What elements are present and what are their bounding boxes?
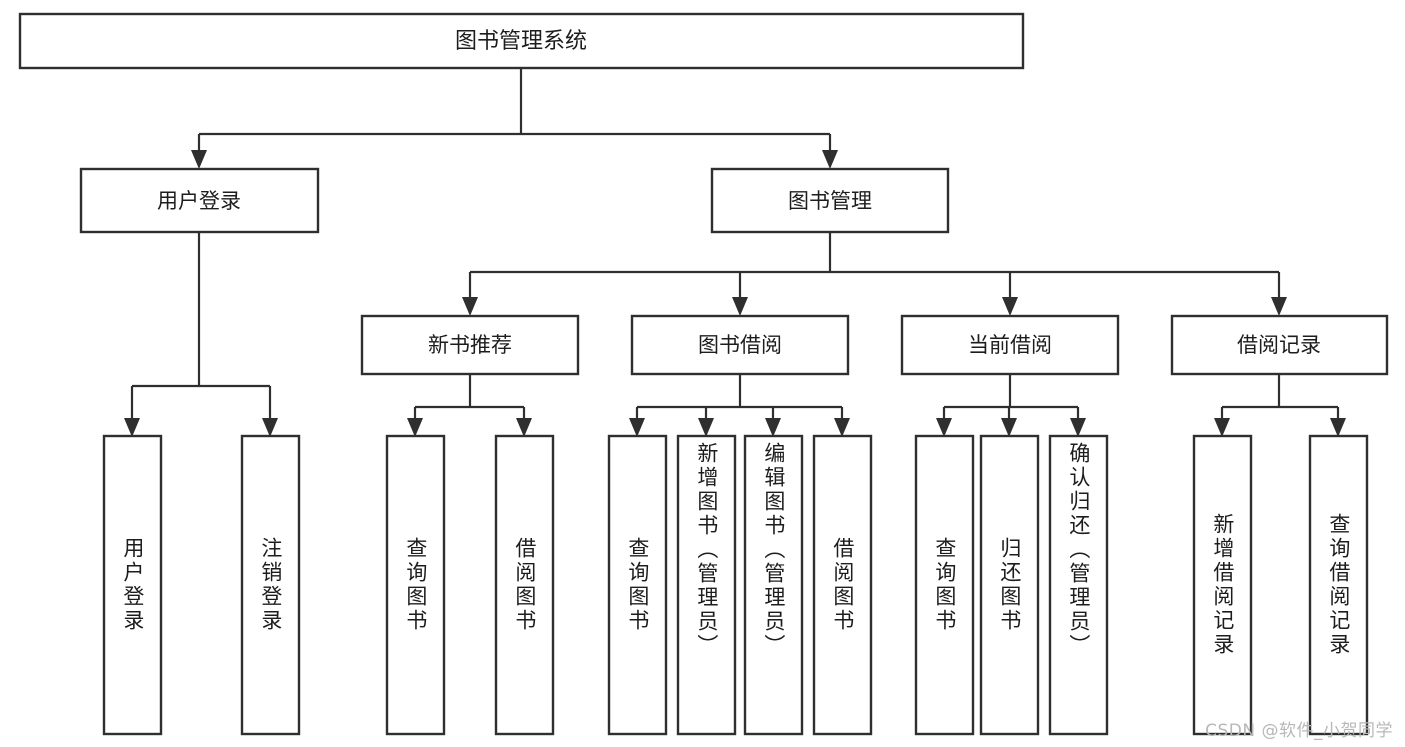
leaf-box-borrow-books-1[interactable] <box>494 434 555 736</box>
leaf-label-add-record[interactable]: 新增借阅记录 <box>1194 436 1251 734</box>
arrowhead-icon <box>462 297 478 316</box>
arrowhead-icon <box>1070 418 1086 437</box>
leaf-label-add-book[interactable]: 新增图书（管理员） <box>678 436 735 734</box>
arrowhead-icon <box>1002 297 1018 316</box>
root-node-label: 图书管理系统 <box>455 29 587 54</box>
csdn-watermark: CSDN @软件_小贺同学 <box>1205 721 1393 741</box>
leaf-text: 新增图书（管理员） <box>694 442 719 658</box>
arrowhead-icon <box>765 418 781 437</box>
leaf-text: 用户登录 <box>120 537 145 633</box>
node-book-management[interactable]: 图书管理 <box>710 167 950 234</box>
node-current-borrow[interactable]: 当前借阅 <box>900 314 1120 376</box>
leaf-label-query-books-3[interactable]: 查询图书 <box>916 436 973 734</box>
leaf-box-add-record[interactable] <box>1192 434 1253 736</box>
leaf-box-query-books-1[interactable] <box>385 434 446 736</box>
level3-node-box[interactable] <box>900 314 1120 376</box>
node-user-login[interactable]: 用户登录 <box>79 167 320 234</box>
leaf-label-user-login[interactable]: 用户登录 <box>104 436 161 734</box>
leaf-label-confirm-return[interactable]: 确认归还（管理员） <box>1050 436 1107 734</box>
connector-bookmgmt-to-level3 <box>462 232 1287 316</box>
arrowhead-icon <box>629 418 645 437</box>
arrowhead-icon <box>191 150 207 169</box>
leaf-text: 查询图书 <box>403 537 428 633</box>
arrowhead-icon <box>834 418 850 437</box>
leaf-text: 归还图书 <box>997 537 1022 633</box>
leaf-label-return-book[interactable]: 归还图书 <box>981 436 1038 734</box>
leaf-text: 查询图书 <box>625 537 650 633</box>
node-borrow-record[interactable]: 借阅记录 <box>1170 314 1389 376</box>
leaf-box-query-books-3[interactable] <box>914 434 975 736</box>
arrowhead-icon <box>516 418 532 437</box>
level3-node-label: 图书借阅 <box>698 333 782 357</box>
level2-node-label: 图书管理 <box>788 189 872 213</box>
leaf-text: 确认归还（管理员） <box>1066 442 1091 658</box>
node-root[interactable]: 图书管理系统 <box>18 12 1025 70</box>
level3-node-label: 新书推荐 <box>428 333 512 357</box>
arrowhead-icon <box>124 418 140 437</box>
leaf-text: 新增借阅记录 <box>1210 513 1235 657</box>
leaf-text: 查询图书 <box>932 537 957 633</box>
leaf-text: 注销登录 <box>258 537 283 633</box>
leaf-label-query-record[interactable]: 查询借阅记录 <box>1310 436 1367 734</box>
level3-node-box[interactable] <box>360 314 580 376</box>
level3-node-label: 当前借阅 <box>968 333 1052 357</box>
connector-borrowrecord-to-leaves <box>1214 374 1346 437</box>
node-book-borrow[interactable]: 图书借阅 <box>630 314 850 376</box>
arrowhead-icon <box>407 418 423 437</box>
arrowhead-icon <box>732 297 748 316</box>
leaf-box-borrow-books-2[interactable] <box>812 434 873 736</box>
connector-newbook-to-leaves <box>407 374 532 437</box>
leaf-box-confirm-return[interactable] <box>1048 434 1109 736</box>
leaf-text: 查询借阅记录 <box>1326 513 1351 657</box>
level3-node-label: 借阅记录 <box>1237 333 1321 357</box>
arrowhead-icon <box>936 418 952 437</box>
leaf-box-query-record[interactable] <box>1308 434 1369 736</box>
leaf-box-query-books-2[interactable] <box>607 434 668 736</box>
level2-node-label: 用户登录 <box>157 189 241 213</box>
leaf-label-borrow-books-1[interactable]: 借阅图书 <box>496 436 553 734</box>
arrowhead-icon <box>698 418 714 437</box>
leaf-box-edit-book[interactable] <box>743 434 804 736</box>
arrowhead-icon <box>262 418 278 437</box>
level3-node-box[interactable] <box>630 314 850 376</box>
leaf-label-borrow-books-2[interactable]: 借阅图书 <box>814 436 871 734</box>
leaf-label-query-books-1[interactable]: 查询图书 <box>387 436 444 734</box>
leaf-label-edit-book[interactable]: 编辑图书（管理员） <box>745 436 802 734</box>
leaf-box-add-book[interactable] <box>676 434 737 736</box>
connector-root-to-level2 <box>191 68 838 169</box>
arrowhead-icon <box>1271 297 1287 316</box>
leaf-box-return-book[interactable] <box>979 434 1040 736</box>
connector-currentborrow-to-leaves <box>936 374 1086 437</box>
arrowhead-icon <box>822 150 838 169</box>
leaf-node-boxes <box>102 434 1369 736</box>
leaf-box-user-login[interactable] <box>102 434 163 736</box>
leaf-text: 借阅图书 <box>830 537 855 633</box>
connector-bookborrow-to-leaves <box>629 374 850 437</box>
root-node-box[interactable] <box>18 12 1025 70</box>
arrowhead-icon <box>1001 418 1017 437</box>
leaf-box-logout-login[interactable] <box>240 434 301 736</box>
connector-userlogin-to-leaves <box>124 232 278 437</box>
node-new-book-recommend[interactable]: 新书推荐 <box>360 314 580 376</box>
arrowhead-icon <box>1214 418 1230 437</box>
leaf-label-logout-login[interactable]: 注销登录 <box>242 436 299 734</box>
arrowhead-icon <box>1330 418 1346 437</box>
leaf-text: 借阅图书 <box>512 537 537 633</box>
leaf-text: 编辑图书（管理员） <box>761 442 786 658</box>
leaf-label-query-books-2[interactable]: 查询图书 <box>609 436 666 734</box>
